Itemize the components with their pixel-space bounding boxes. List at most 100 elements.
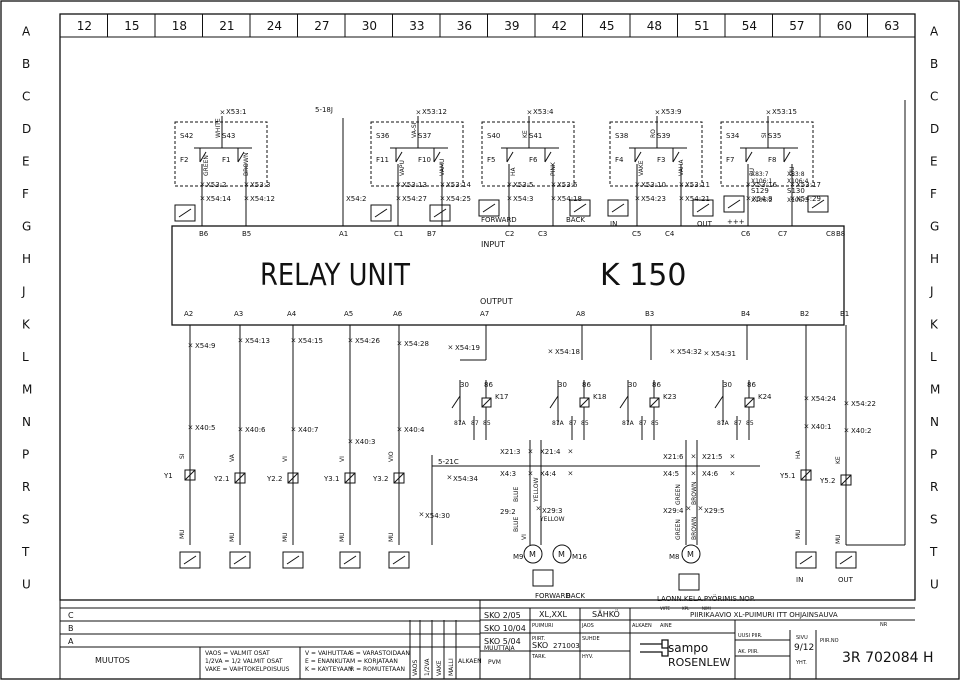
relay-contact [451, 395, 461, 409]
relay-pin-label: C8 [826, 230, 835, 238]
contact [395, 151, 403, 163]
row-letter: N [930, 415, 939, 429]
terminal-label: X40:7 [298, 426, 319, 434]
fuse-label: F1 [222, 156, 230, 164]
terminal-label: X54:13 [245, 337, 270, 345]
terminal-mark: × [536, 505, 542, 513]
terminal-label: X54:24 [811, 395, 837, 403]
terminal-label: X54:15 [298, 337, 323, 345]
motor-symbol [552, 544, 572, 564]
revision-letter: B [68, 624, 74, 633]
caption: FORWARD [535, 592, 571, 600]
uusi-label: UUSI PIIR. [738, 633, 763, 639]
solenoid-valve [393, 472, 405, 484]
terminal-label: X53:6 [557, 181, 578, 189]
control-symbol-box [692, 199, 714, 217]
alkaen-label: ALKAEN [458, 658, 482, 665]
control-symbol-mark [433, 208, 447, 218]
control-symbol-box [429, 204, 451, 222]
caption: BACK [566, 216, 585, 224]
vite-label: VIITE [660, 606, 671, 611]
wire-color-label: MU [835, 534, 842, 544]
caption: IN [610, 220, 617, 228]
motor-mark: M [529, 550, 536, 559]
terminal-label: X21:5 [702, 453, 723, 461]
terminal-mark: × [670, 348, 676, 356]
row-letter: A [22, 24, 31, 38]
relay-pin-label: 30 [460, 381, 469, 389]
row-letter: E [22, 155, 30, 169]
function-symbol-box [229, 551, 251, 569]
motor-label: M9 [513, 553, 524, 561]
solenoid-mark [344, 472, 356, 484]
row-letter: D [930, 122, 939, 136]
terminal-mark: × [220, 109, 226, 117]
wire-color-label: VA-SI [411, 122, 418, 138]
status-column-label: VAOS [412, 660, 419, 676]
switch-group-frame [174, 121, 268, 187]
terminal-label: X21:4 [540, 448, 561, 456]
wire-color-label: BROWN [691, 482, 698, 505]
terminal-label: X53:4 [533, 108, 554, 116]
drawing-title: PIIRIKAAVIO XL-PUIMURI ITT OHJAINSAUVA [690, 611, 838, 619]
control-symbol-mark [811, 199, 825, 209]
relay-coil-mark [481, 397, 492, 408]
terminal-mark: × [548, 348, 554, 356]
relay-pin-label: 30 [628, 381, 637, 389]
solenoid-mark [234, 472, 246, 484]
wire-color-label: KE [835, 456, 842, 464]
relay-unit-code: K 150 [600, 258, 686, 293]
terminal-label: X29:3 [542, 507, 563, 515]
wire-color-label: MU [388, 532, 395, 542]
fuse-label: F8 [768, 156, 776, 164]
terminal-label: X54:22 [851, 400, 876, 408]
switch-label: S39 [657, 132, 670, 140]
function-symbol-box [388, 551, 410, 569]
contact [506, 151, 514, 163]
abbreviation: VAOS = VALMIT OSAT [205, 650, 270, 657]
column-number: 48 [647, 19, 662, 33]
wire-color-label: MU [179, 529, 186, 539]
valve-label: Y3.1 [323, 475, 339, 483]
terminal-mark: × [568, 470, 574, 478]
column-number: 45 [599, 19, 614, 33]
column-number: 24 [267, 19, 282, 33]
terminal-mark: × [448, 344, 454, 352]
terminal-mark: × [704, 350, 710, 358]
terminal-label: X54:18 [555, 348, 580, 356]
motor-mark: M [687, 550, 694, 559]
model-label: XL,XXL [539, 610, 567, 619]
wire-color-label: YELLOW [533, 477, 540, 503]
muuttaja-label: MUUTTAJA [484, 645, 515, 652]
relay-pin-label: A2 [184, 310, 193, 318]
drawing-frame [59, 13, 916, 601]
row-letter: L [930, 350, 937, 364]
terminal-label: X53:17 [796, 181, 821, 189]
abbreviation: K = KAYTEYAAN [305, 666, 352, 673]
valve-label: Y5.2 [819, 477, 835, 485]
relay-pin-label: A5 [344, 310, 353, 318]
row-letter: R [22, 480, 30, 494]
relay-pin-label: B3 [645, 310, 654, 318]
control-symbol-mark [611, 203, 625, 213]
row-letter: C [930, 89, 938, 103]
terminal-label: X53:14 [446, 181, 472, 189]
terminal-label: X54:32 [677, 348, 702, 356]
relay-pin-label: B6 [199, 230, 209, 238]
wire-color-label: GREEN [203, 155, 210, 176]
output-label: OUTPUT [480, 297, 513, 306]
terminal-label: X4:6 [702, 470, 719, 478]
control-symbol-box [478, 199, 500, 217]
terminal-mark: × [419, 511, 425, 519]
switch-label: S42 [180, 132, 193, 140]
relay-pin-label: A1 [339, 230, 348, 238]
row-letter: P [22, 448, 29, 462]
valve-label: Y3.2 [372, 475, 388, 483]
terminal-mark: × [397, 426, 403, 434]
row-letter: N [22, 415, 31, 429]
terminal-label: X40:4 [404, 426, 425, 434]
